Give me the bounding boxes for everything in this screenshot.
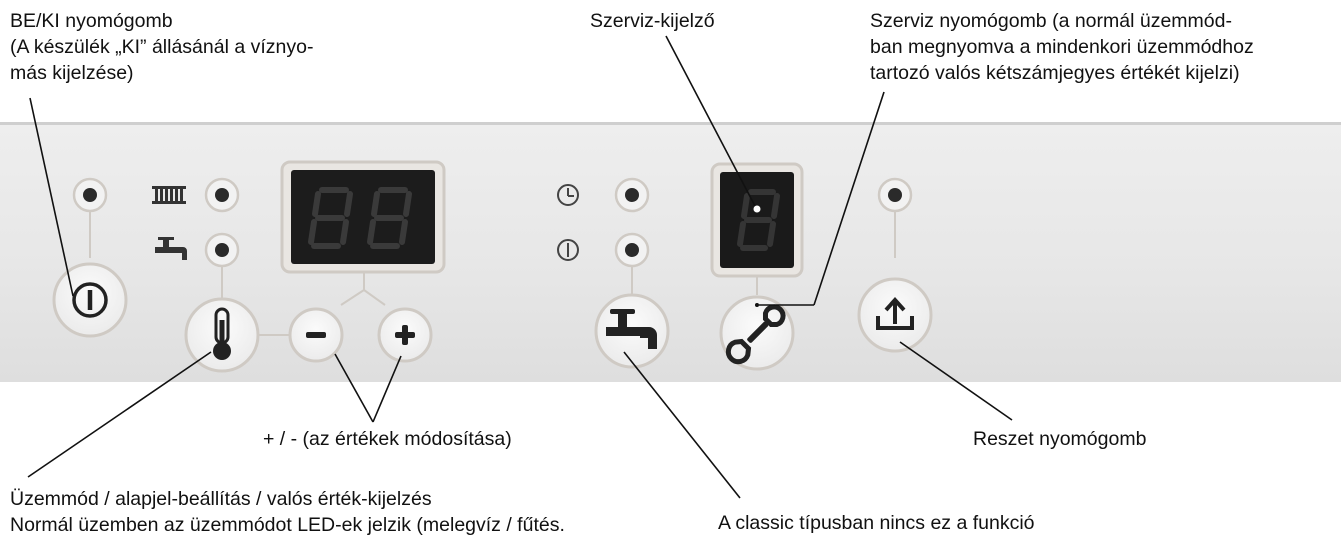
led-off: [614, 232, 650, 268]
label-service-display: Szerviz-kijelző: [590, 10, 715, 32]
label-classic-note: A classic típusban nincs ez a funkció: [718, 512, 1035, 534]
reset-icon: [876, 297, 914, 330]
label-service-button: Szerviz nyomógomb (a normál üzemmód- ban…: [870, 10, 1254, 84]
hot-water-button[interactable]: [594, 293, 670, 369]
panel-connectors: [89, 210, 896, 336]
label-reset-button: Reszet nyomógomb: [973, 428, 1147, 450]
leader-lines: [27, 35, 1013, 499]
label-mode-setpoint: Üzemmód / alapjel-beállítás / valós érté…: [10, 488, 565, 536]
display-digit-1: [308, 187, 353, 249]
tap-icon: [606, 309, 657, 349]
minus-button[interactable]: [288, 307, 344, 363]
display-digit-2: [367, 187, 412, 249]
service-button[interactable]: [719, 295, 795, 371]
led-reset: [877, 177, 913, 213]
thermometer-icon: [213, 307, 231, 360]
minus-icon: [306, 332, 326, 338]
power-small-icon: [557, 239, 579, 261]
service-digit: [737, 189, 780, 251]
clock-icon: [557, 184, 579, 206]
mode-thermometer-button[interactable]: [184, 297, 260, 373]
power-icon: [72, 282, 108, 318]
tap-icon: [155, 237, 187, 260]
plus-icon: [395, 325, 415, 345]
service-leader-dot: [755, 303, 759, 307]
led-power: [72, 177, 108, 213]
main-display: [280, 160, 446, 274]
plus-button[interactable]: [377, 307, 433, 363]
wrench-icon: [725, 304, 786, 365]
led-timer: [614, 177, 650, 213]
service-display: [710, 162, 804, 278]
power-button[interactable]: [52, 262, 128, 338]
service-dot: [753, 205, 761, 213]
reset-button[interactable]: [857, 277, 933, 353]
led-hot-water: [204, 232, 240, 268]
label-plus-minus: + / - (az értékek módosítása): [263, 428, 512, 450]
panel-edge: [0, 122, 1341, 125]
led-heating: [204, 177, 240, 213]
label-power-button: BE/KI nyomógomb (A készülék „KI” állásán…: [10, 10, 314, 84]
radiator-icon: [152, 186, 186, 204]
